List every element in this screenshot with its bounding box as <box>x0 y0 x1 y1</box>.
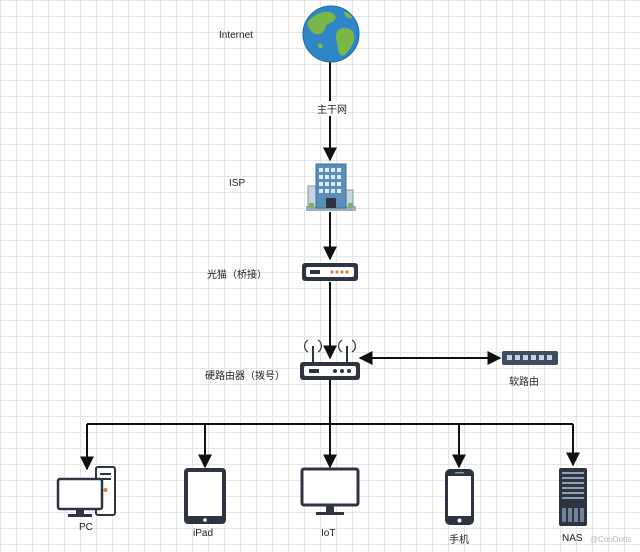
label-modem: 光猫（桥接） <box>207 270 267 281</box>
label-device-nas: NAS <box>562 533 583 544</box>
label-device-iot: IoT <box>321 528 336 539</box>
label-hard-router: 硬路由器（拨号） <box>205 371 285 382</box>
router-icon <box>300 339 360 380</box>
label-isp: ISP <box>229 178 246 189</box>
building-icon <box>306 163 356 211</box>
label-internet: Internet <box>219 30 253 41</box>
label-device-pc: PC <box>79 522 93 533</box>
tablet-icon <box>184 468 226 524</box>
label-device-ipad: iPad <box>193 528 214 539</box>
label-soft-router: 软路由 <box>509 377 539 388</box>
phone-icon <box>445 469 474 525</box>
nas-server-icon <box>559 468 587 526</box>
globe-icon <box>302 5 360 63</box>
switch-icon <box>502 351 558 365</box>
watermark-text: @CooDotts <box>590 535 632 544</box>
monitor-icon <box>300 467 360 515</box>
desktop-pc-icon <box>56 466 116 517</box>
connection-lines <box>80 62 580 471</box>
label-device-phone: 手机 <box>449 535 469 546</box>
label-backbone: 主干网 <box>316 101 348 116</box>
modem-icon <box>302 263 358 281</box>
